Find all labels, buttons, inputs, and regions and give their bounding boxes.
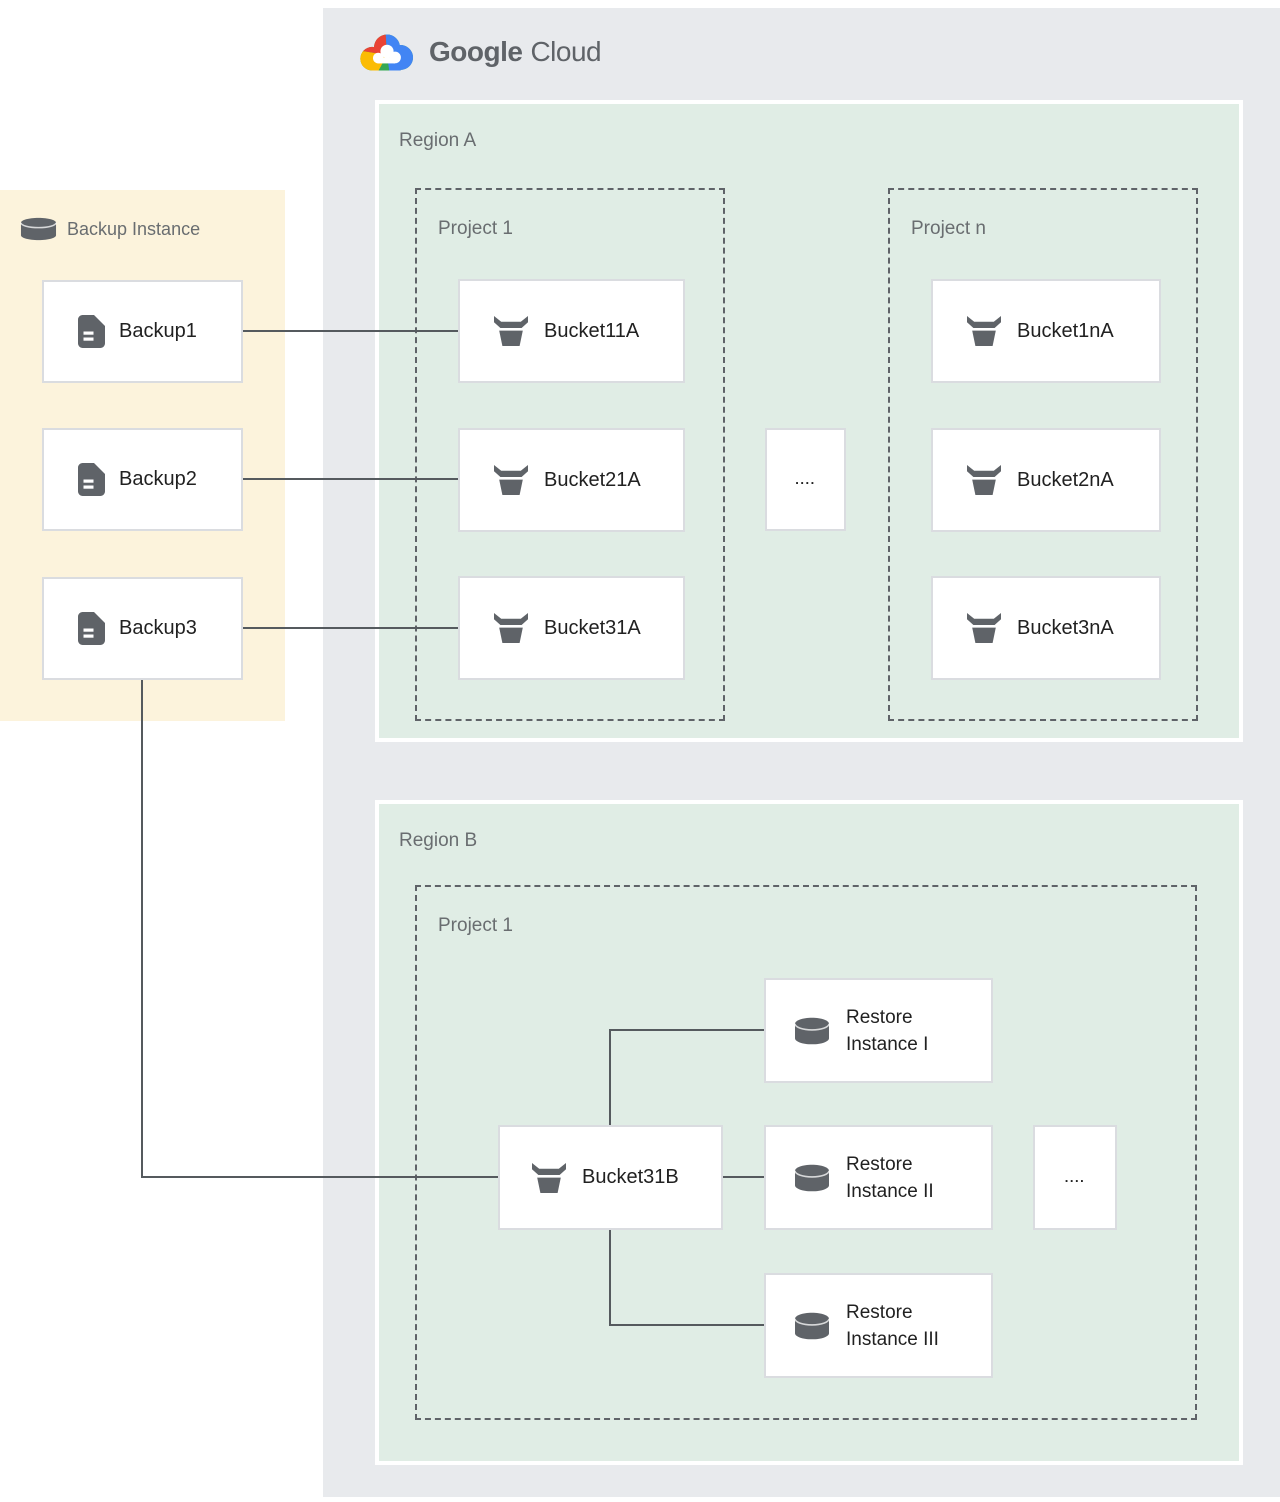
backup3-label: Backup3 bbox=[119, 617, 197, 639]
database-icon bbox=[794, 1164, 830, 1191]
bucket31b-label: Bucket31B bbox=[582, 1166, 679, 1188]
restore-instance-1-node: Restore Instance I bbox=[764, 978, 993, 1083]
database-icon bbox=[794, 1312, 830, 1339]
backup3-node: Backup3 bbox=[42, 577, 243, 680]
bucket31a-label: Bucket31A bbox=[544, 616, 641, 639]
bucket11a-label: Bucket11A bbox=[544, 319, 640, 342]
restore-instance-3-label: Restore Instance III bbox=[846, 1301, 939, 1350]
bucket21a-label: Bucket21A bbox=[544, 468, 641, 491]
storage-bucket-icon bbox=[532, 1162, 566, 1193]
project-n-label: Project n bbox=[911, 218, 986, 239]
storage-bucket-icon bbox=[494, 316, 528, 346]
more-restore-instances-ellipsis-box: .... bbox=[1033, 1125, 1117, 1230]
project-1-box-region-b: Project 1 bbox=[415, 885, 1197, 1420]
database-icon bbox=[20, 217, 57, 241]
bucket2na-label: Bucket2nA bbox=[1017, 468, 1114, 491]
logo-product-text: Cloud bbox=[530, 36, 602, 67]
bucket3na-label: Bucket3nA bbox=[1017, 616, 1114, 639]
restore-instance-2-node: Restore Instance II bbox=[764, 1125, 993, 1230]
database-icon bbox=[794, 1017, 830, 1044]
storage-bucket-icon bbox=[494, 613, 528, 643]
ellipsis-label: .... bbox=[1064, 1170, 1086, 1185]
project-1b-label: Project 1 bbox=[438, 915, 513, 936]
bucket11a-node: Bucket11A bbox=[458, 279, 685, 383]
bucket2na-node: Bucket2nA bbox=[931, 428, 1161, 532]
connector-backup3-bucket31b-horizontal bbox=[141, 1176, 498, 1178]
project-n-box-region-a: Project n bbox=[888, 188, 1198, 721]
backup2-label: Backup2 bbox=[119, 468, 197, 490]
connector-backup3-bucket31b-vertical bbox=[141, 680, 143, 1178]
region-a-label: Region A bbox=[399, 130, 477, 151]
storage-bucket-icon bbox=[967, 613, 1001, 643]
bucket1na-label: Bucket1nA bbox=[1017, 319, 1114, 342]
bucket3na-node: Bucket3nA bbox=[931, 576, 1161, 680]
storage-bucket-icon bbox=[494, 465, 528, 495]
document-icon bbox=[78, 315, 105, 348]
ellipsis-label: .... bbox=[795, 472, 816, 487]
connector-backup1-bucket11a bbox=[243, 330, 458, 332]
connector-bucket31b-restore3-vertical bbox=[609, 1230, 611, 1326]
connector-backup3-bucket31a bbox=[243, 627, 458, 629]
storage-bucket-icon bbox=[967, 465, 1001, 495]
bucket31a-node: Bucket31A bbox=[458, 576, 685, 680]
connector-bucket31b-restore3-horizontal bbox=[609, 1324, 764, 1326]
restore-instance-1-label: Restore Instance I bbox=[846, 1006, 929, 1055]
bucket21a-node: Bucket21A bbox=[458, 428, 685, 532]
document-icon bbox=[78, 612, 105, 645]
connector-bucket31b-restore2 bbox=[723, 1176, 764, 1178]
more-projects-ellipsis-box: .... bbox=[765, 428, 846, 531]
document-icon bbox=[78, 463, 105, 496]
project-1a-label: Project 1 bbox=[438, 218, 513, 239]
storage-bucket-icon bbox=[967, 316, 1001, 346]
google-cloud-logo-icon bbox=[360, 34, 414, 70]
backup-instance-header: Backup Instance bbox=[20, 217, 200, 241]
backup1-node: Backup1 bbox=[42, 280, 243, 383]
bucket31b-node: Bucket31B bbox=[498, 1125, 723, 1230]
logo-brand-text: Google bbox=[429, 36, 523, 67]
connector-bucket31b-restore1-horizontal bbox=[609, 1029, 764, 1031]
project-1-box-region-a: Project 1 bbox=[415, 188, 725, 721]
backup-instance-title: Backup Instance bbox=[67, 218, 201, 239]
backup2-node: Backup2 bbox=[42, 428, 243, 531]
connector-backup2-bucket21a bbox=[243, 478, 458, 480]
region-b-label: Region B bbox=[399, 830, 478, 851]
backup1-label: Backup1 bbox=[119, 320, 197, 342]
bucket1na-node: Bucket1nA bbox=[931, 279, 1161, 383]
restore-instance-2-label: Restore Instance II bbox=[846, 1153, 934, 1202]
restore-instance-3-node: Restore Instance III bbox=[764, 1273, 993, 1378]
connector-bucket31b-restore1-vertical bbox=[609, 1029, 611, 1125]
